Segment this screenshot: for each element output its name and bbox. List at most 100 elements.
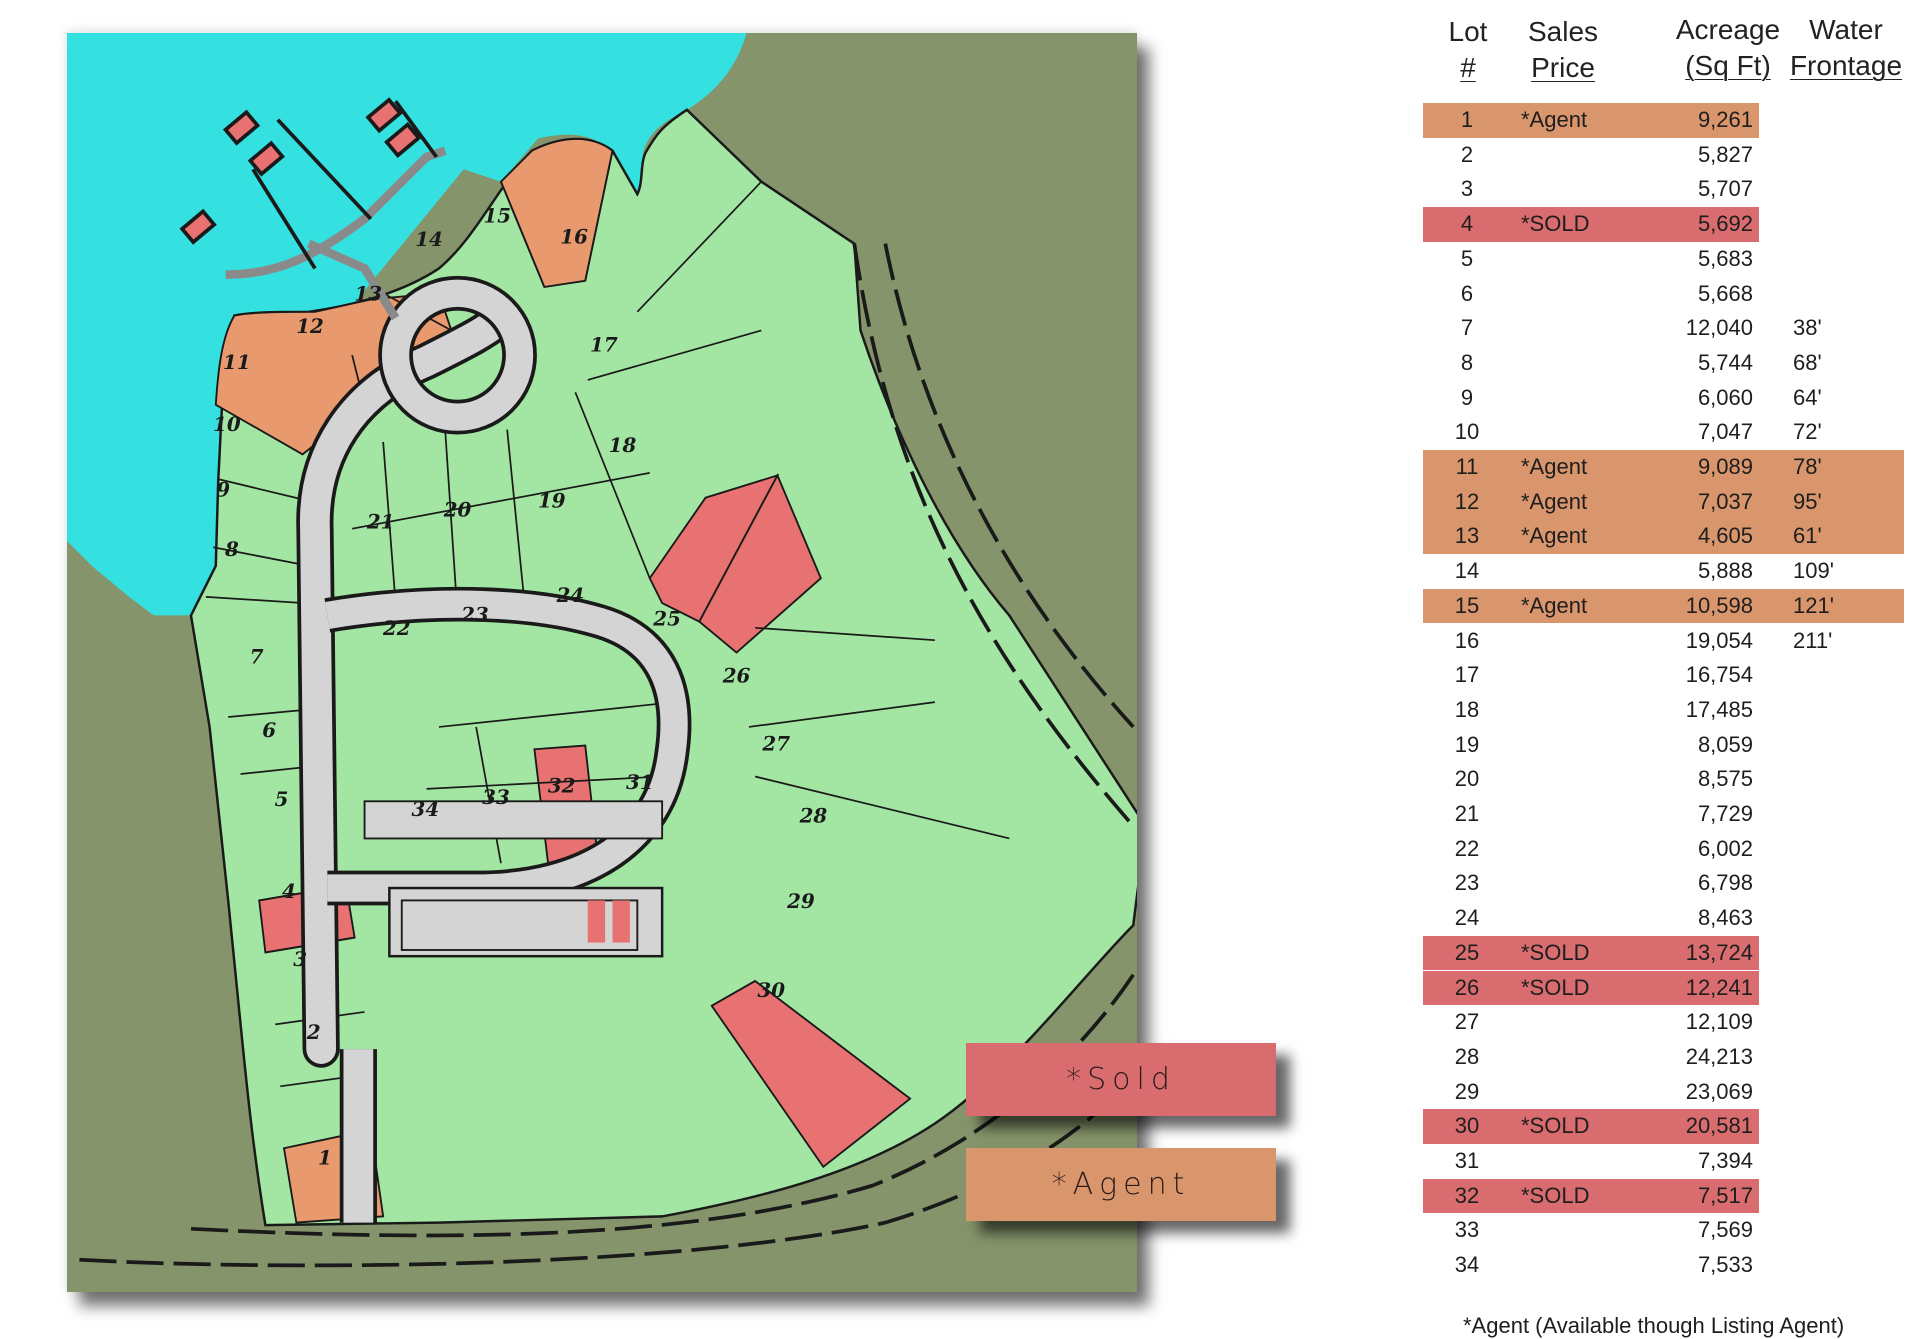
cell-lot: 11 xyxy=(1455,454,1479,479)
header-price-line1: Sales xyxy=(1527,16,1599,47)
cell-lot: 27 xyxy=(1454,1009,1480,1035)
legend-sold-label: *Sold xyxy=(1066,1062,1176,1097)
cell-water-frontage: 38' xyxy=(1793,315,1822,341)
cell-acreage: 5,888 xyxy=(1697,558,1753,584)
cell-lot: 26 xyxy=(1454,974,1480,1000)
cell-price: *Agent xyxy=(1521,107,1588,132)
cell-acreage: 5,707 xyxy=(1697,176,1753,202)
cell-price: *Agent xyxy=(1521,523,1588,549)
lot-label-28: 28 xyxy=(799,803,828,827)
cell-lot: 18 xyxy=(1454,696,1480,722)
lot-label-20: 20 xyxy=(443,497,472,521)
cell-lot: 33 xyxy=(1454,1217,1480,1243)
cell-lot: 6 xyxy=(1460,280,1474,306)
lot-label-32: 32 xyxy=(548,774,576,798)
lot-label-6: 6 xyxy=(262,718,276,742)
legend-agent-label: *Agent xyxy=(1051,1167,1191,1202)
lot-label-18: 18 xyxy=(609,433,637,457)
lot-label-10: 10 xyxy=(213,412,241,436)
boat-docks xyxy=(179,97,438,270)
header-acreage: Acreage (Sq Ft) xyxy=(1673,12,1783,84)
legend-sold: *Sold xyxy=(966,1043,1276,1116)
lot-label-34: 34 xyxy=(412,797,440,821)
lot-label-21: 21 xyxy=(366,510,395,534)
cell-acreage: 7,569 xyxy=(1697,1217,1753,1243)
cell-lot: 20 xyxy=(1454,766,1480,792)
lot-label-22: 22 xyxy=(382,616,411,640)
cell-lot: 3 xyxy=(1460,176,1474,202)
cell-acreage: 10,598 xyxy=(1685,592,1753,618)
cell-price: *SOLD xyxy=(1521,1182,1590,1208)
header-water-line1: Water xyxy=(1809,14,1883,45)
cell-price: *Agent xyxy=(1521,592,1588,618)
cell-lot: 34 xyxy=(1454,1252,1480,1278)
lot-label-1: 1 xyxy=(318,1145,332,1169)
cell-acreage: 17,485 xyxy=(1685,696,1753,722)
lot-label-13: 13 xyxy=(354,282,382,306)
row-highlight xyxy=(1423,103,1759,138)
lot-label-9: 9 xyxy=(216,477,230,501)
row-highlight xyxy=(1423,588,1904,624)
cell-lot: 24 xyxy=(1454,905,1480,931)
cell-lot: 4 xyxy=(1460,211,1474,237)
cell-acreage: 9,089 xyxy=(1697,454,1753,479)
cell-lot: 28 xyxy=(1454,1043,1480,1069)
cell-acreage: 8,463 xyxy=(1697,905,1753,931)
cell-price: *Agent xyxy=(1521,454,1588,479)
cell-acreage: 19,054 xyxy=(1685,627,1753,653)
cell-price: *SOLD xyxy=(1521,1113,1590,1139)
cell-lot: 30 xyxy=(1454,1113,1480,1139)
lot-label-17: 17 xyxy=(590,332,618,356)
lot-label-19: 19 xyxy=(538,489,566,513)
cell-water-frontage: 68' xyxy=(1793,349,1822,375)
lot-label-33: 33 xyxy=(482,785,510,809)
cell-water-frontage: 109' xyxy=(1793,558,1834,584)
row-highlight xyxy=(1423,1109,1759,1144)
lot-label-15: 15 xyxy=(483,204,511,228)
cell-acreage: 16,754 xyxy=(1685,662,1753,688)
cell-lot: 29 xyxy=(1454,1078,1480,1104)
cell-acreage: 12,241 xyxy=(1685,974,1753,1000)
cell-acreage: 12,109 xyxy=(1685,1009,1753,1035)
lot-table: Lot # Sales Price Acreage (Sq Ft) Water … xyxy=(1423,0,1920,1333)
table-row: 27 12,109 xyxy=(1423,1005,1904,1040)
table-row: 33 7,569 xyxy=(1423,1213,1904,1248)
lot-label-3: 3 xyxy=(293,947,307,971)
lot-label-2: 2 xyxy=(306,1020,321,1044)
row-highlight xyxy=(1423,1178,1759,1214)
cell-lot: 16 xyxy=(1454,627,1480,653)
header-water-line2: Frontage xyxy=(1789,50,1903,81)
table-row: 18 17,485 xyxy=(1423,693,1904,728)
cell-acreage: 5,692 xyxy=(1697,211,1753,237)
cell-lot: 7 xyxy=(1460,315,1474,341)
table-row: 24 8,463 xyxy=(1423,901,1904,936)
lot-label-26: 26 xyxy=(722,663,751,687)
cell-acreage: 4,605 xyxy=(1697,523,1753,549)
cell-price: *SOLD xyxy=(1521,939,1590,965)
site-plan-drawing: 1234567891011121314151617181920212223242… xyxy=(67,33,1137,1292)
cell-water-frontage: 121' xyxy=(1793,592,1834,618)
lot-label-27: 27 xyxy=(761,731,790,755)
cell-lot: 22 xyxy=(1454,835,1480,861)
cell-lot: 23 xyxy=(1454,870,1480,896)
cell-price: *Agent xyxy=(1521,488,1588,514)
header-lot-line2: # xyxy=(1460,52,1476,83)
lot-label-29: 29 xyxy=(786,889,815,913)
cell-acreage: 7,037 xyxy=(1697,488,1753,514)
cell-acreage: 6,060 xyxy=(1697,384,1753,410)
cell-acreage: 12,040 xyxy=(1685,315,1753,341)
cell-water-frontage: 64' xyxy=(1793,384,1822,410)
cell-acreage: 8,059 xyxy=(1697,731,1753,757)
